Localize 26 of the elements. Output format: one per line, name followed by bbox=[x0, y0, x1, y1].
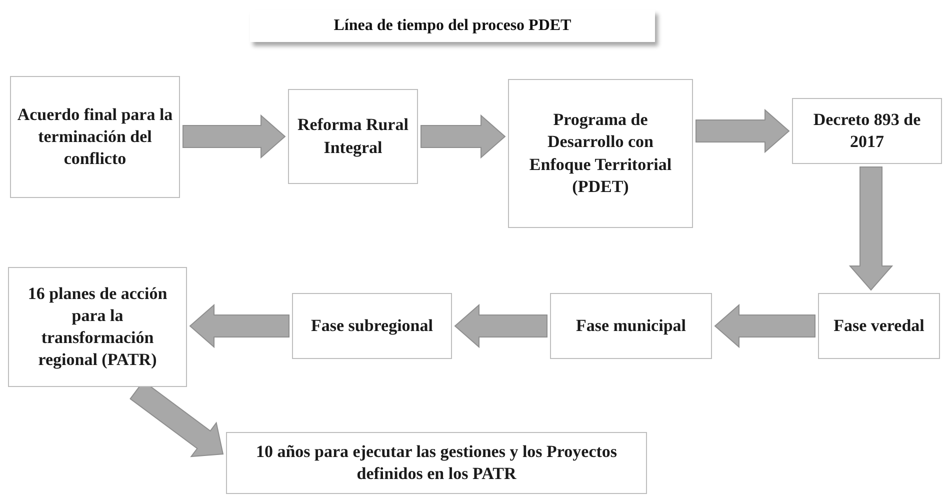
block-arrow bbox=[182, 114, 286, 159]
process-box bbox=[550, 293, 712, 359]
box-text: Fase subregional bbox=[310, 314, 433, 337]
process-box bbox=[226, 432, 647, 494]
box-text: Fase municipal bbox=[576, 314, 686, 337]
process-box bbox=[8, 267, 187, 387]
box-text: Programa de Desarrollo con Enfoque Territorial (PDET) bbox=[528, 109, 673, 198]
block-arrow bbox=[189, 304, 290, 348]
box-text: Decreto 893 de 2017 bbox=[812, 108, 922, 153]
box-text: Acuerdo final para la terminación del conflicto bbox=[17, 104, 173, 170]
process-box bbox=[288, 89, 418, 184]
block-arrow bbox=[848, 166, 894, 291]
box-text: 16 planes de acción para la transformación regional (PATR) bbox=[26, 282, 168, 372]
process-box bbox=[508, 79, 693, 228]
process-box bbox=[10, 76, 180, 198]
process-box bbox=[818, 293, 940, 359]
title-box: Línea de tiempo del proceso PDET bbox=[250, 10, 655, 42]
block-arrow bbox=[696, 108, 790, 154]
box-text: 10 años para ejecutar las gestiones y los Proyectos definidos en los PATR bbox=[254, 440, 618, 485]
process-box bbox=[792, 98, 942, 164]
process-box bbox=[292, 293, 452, 359]
box-text: Reforma Rural Integral bbox=[296, 114, 410, 159]
block-arrow bbox=[454, 304, 548, 348]
box-text: Fase veredal bbox=[834, 314, 924, 337]
block-arrow bbox=[420, 114, 506, 159]
block-arrow bbox=[714, 304, 816, 348]
